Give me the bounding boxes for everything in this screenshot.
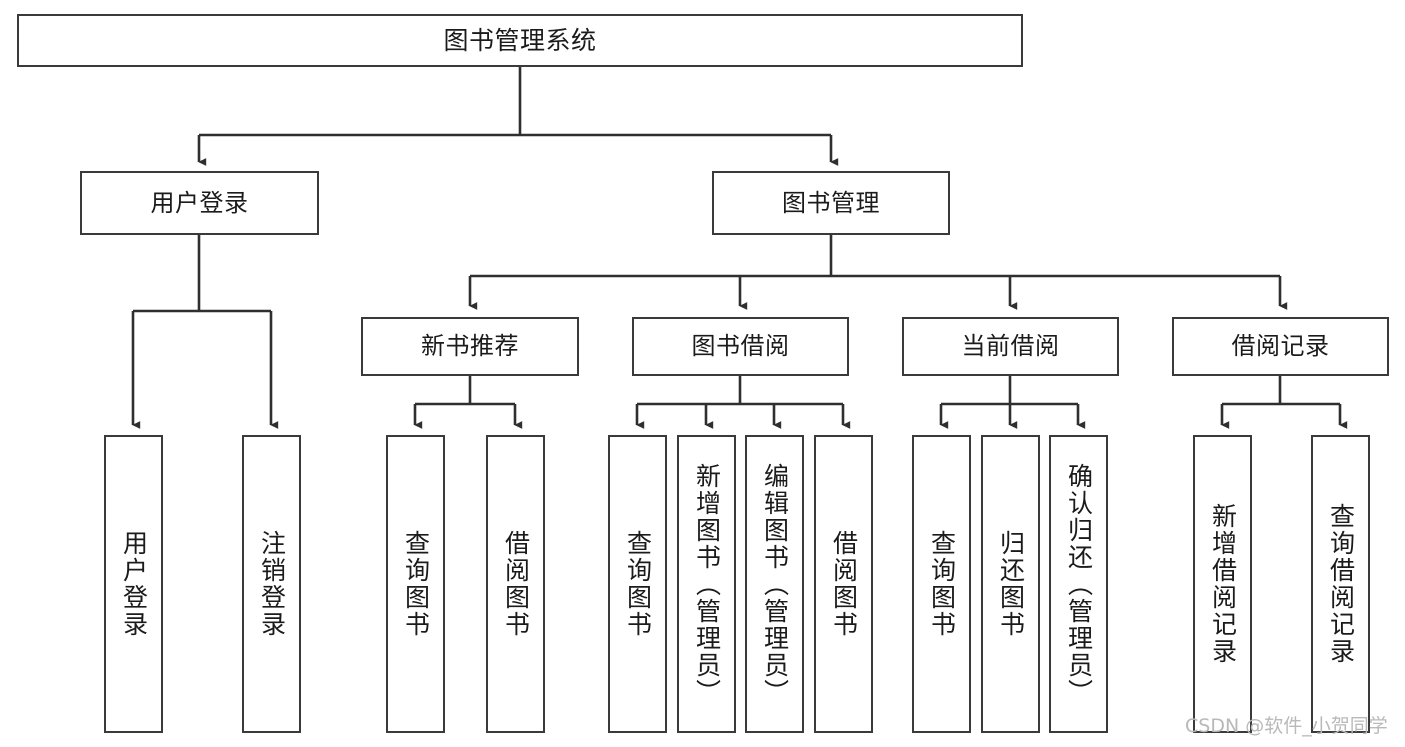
node-label: 用户登录	[150, 188, 249, 217]
node-label: 借阅图书	[829, 530, 858, 638]
node-label: 图书管理	[782, 188, 880, 217]
node-borrow-record[interactable]: 借阅记录	[1172, 317, 1389, 376]
leaf-user-login-logout[interactable]: 注销登录	[242, 435, 301, 733]
node-label: 图书管理系统	[443, 25, 597, 55]
leaf-current-confirm-return-admin[interactable]: 确认归还（管理员）	[1049, 435, 1108, 733]
leaf-record-query-record[interactable]: 查询借阅记录	[1311, 435, 1370, 733]
leaf-borrow-query-book[interactable]: 查询图书	[608, 435, 667, 733]
node-label: 确认归还（管理员）	[1064, 462, 1093, 706]
node-label: 查询图书	[401, 530, 430, 638]
leaf-new-book-query[interactable]: 查询图书	[386, 435, 445, 733]
node-label: 查询图书	[623, 530, 652, 638]
node-label: 新增借阅记录	[1208, 503, 1237, 665]
node-book-management[interactable]: 图书管理	[712, 171, 950, 235]
leaf-user-login-login[interactable]: 用户登录	[104, 435, 163, 733]
node-label: 注销登录	[257, 530, 286, 638]
watermark-text: CSDN @软件_小贺同学	[1185, 715, 1388, 737]
node-book-borrow[interactable]: 图书借阅	[632, 317, 849, 376]
leaf-record-add-record[interactable]: 新增借阅记录	[1193, 435, 1252, 733]
leaf-borrow-edit-book-admin[interactable]: 编辑图书（管理员）	[745, 435, 804, 733]
node-label: 编辑图书（管理员）	[760, 462, 789, 706]
node-label: 查询借阅记录	[1326, 503, 1355, 665]
leaf-current-return-book[interactable]: 归还图书	[981, 435, 1040, 733]
node-user-login[interactable]: 用户登录	[80, 171, 319, 235]
node-label: 查询图书	[927, 530, 956, 638]
node-label: 归还图书	[996, 530, 1025, 638]
leaf-borrow-borrow-book[interactable]: 借阅图书	[814, 435, 873, 733]
node-new-book-recommend[interactable]: 新书推荐	[361, 317, 579, 376]
node-label: 新书推荐	[421, 332, 519, 361]
node-label: 用户登录	[119, 530, 148, 638]
leaf-borrow-add-book-admin[interactable]: 新增图书（管理员）	[677, 435, 736, 733]
node-root-system[interactable]: 图书管理系统	[17, 14, 1023, 67]
node-label: 当前借阅	[961, 332, 1060, 361]
node-label: 借阅记录	[1231, 332, 1330, 361]
leaf-new-book-borrow[interactable]: 借阅图书	[486, 435, 545, 733]
node-label: 图书借阅	[691, 332, 790, 361]
leaf-current-query-book[interactable]: 查询图书	[912, 435, 971, 733]
node-current-borrow[interactable]: 当前借阅	[902, 317, 1119, 376]
node-label: 新增图书（管理员）	[692, 462, 721, 706]
node-label: 借阅图书	[501, 530, 530, 638]
